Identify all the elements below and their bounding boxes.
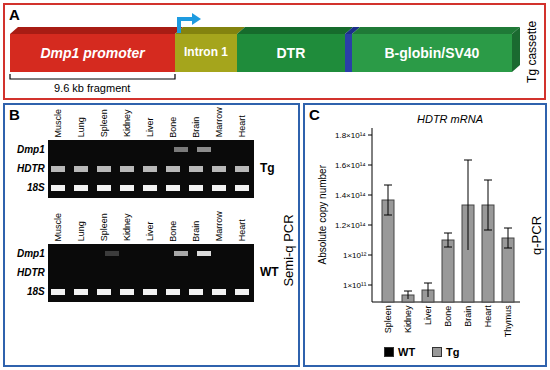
panel-letter: A bbox=[9, 6, 20, 23]
panel-title: Semi-q PCR bbox=[282, 214, 297, 286]
lane-label: Spleen bbox=[99, 213, 109, 241]
lane-label: Heart bbox=[237, 115, 247, 137]
panel-letter: B bbox=[9, 106, 20, 123]
category-label: Brain bbox=[463, 305, 473, 326]
lane-label: Marrow bbox=[214, 211, 224, 241]
group-label: WT bbox=[260, 266, 279, 280]
row-label: Dmp1 bbox=[17, 144, 45, 156]
axis-title: Absolute copy number bbox=[317, 165, 329, 265]
row-label: HDTR bbox=[17, 267, 45, 279]
legend-label: WT bbox=[398, 346, 415, 359]
gel-wt bbox=[48, 244, 254, 302]
lane-label: Marrow bbox=[214, 107, 224, 137]
lane-label: Lung bbox=[76, 221, 86, 241]
panel-letter: C bbox=[309, 106, 320, 123]
legend-swatch bbox=[432, 347, 442, 357]
lane-label: Bone bbox=[168, 116, 178, 137]
promoter-segment: Dmp1 promoter bbox=[10, 34, 175, 72]
category-label: Spleen bbox=[383, 305, 393, 333]
polya-segment: B-globin/SV40 bbox=[352, 34, 512, 72]
legend-label: Tg bbox=[446, 346, 459, 359]
lane-label: Kidney bbox=[122, 109, 132, 137]
row-label: 18S bbox=[27, 182, 45, 194]
lane-label: Muscle bbox=[53, 108, 63, 137]
segment-label: Intron 1 bbox=[184, 46, 228, 60]
cassette-top-faces bbox=[10, 27, 520, 72]
segment-label: Dmp1 promoter bbox=[41, 45, 145, 61]
lane-label: Heart bbox=[237, 219, 247, 241]
fragment-bracket bbox=[10, 74, 175, 79]
lane-label: Brain bbox=[191, 116, 201, 137]
category-label: Kidney bbox=[403, 305, 413, 333]
intron-segment: Intron 1 bbox=[175, 34, 237, 72]
gene-segment: DTR bbox=[237, 34, 345, 72]
lane-label: Brain bbox=[191, 220, 201, 241]
tick-label: 1.8×10¹⁴ bbox=[335, 131, 366, 140]
panel-title: q-PCR bbox=[530, 215, 545, 254]
legend-swatch bbox=[384, 347, 394, 357]
tick-label: 1.4×10¹⁴ bbox=[335, 191, 366, 200]
tick-label: 1.6×10¹⁴ bbox=[335, 161, 366, 170]
lane-label: Liver bbox=[145, 221, 155, 241]
lane-label: Lung bbox=[76, 117, 86, 137]
category-label: Bone bbox=[443, 305, 453, 326]
category-label: Thymus bbox=[503, 305, 513, 337]
tick-label: 1×10¹¹ bbox=[343, 281, 366, 290]
segment-label: DTR bbox=[277, 45, 306, 61]
category-label: Heart bbox=[483, 305, 493, 327]
category-label: Liver bbox=[423, 305, 433, 325]
bar-chart bbox=[368, 128, 520, 302]
tss-arrow bbox=[179, 13, 201, 33]
lane-label: Bone bbox=[168, 220, 178, 241]
row-label: Dmp1 bbox=[17, 248, 45, 260]
lane-label: Liver bbox=[145, 117, 155, 137]
panel-title: Tg cassette bbox=[526, 21, 540, 83]
group-label: Tg bbox=[260, 162, 275, 176]
gel-tg bbox=[48, 140, 254, 198]
tick-label: 1×10¹² bbox=[343, 251, 366, 260]
lane-label: Spleen bbox=[99, 109, 109, 137]
lane-label: Muscle bbox=[53, 212, 63, 241]
dimension-label: 9.6 kb fragment bbox=[54, 82, 130, 95]
lane-label: Kidney bbox=[122, 213, 132, 241]
segment-label: B-globin/SV40 bbox=[385, 45, 480, 61]
tick-label: 1.2×10¹⁴ bbox=[335, 221, 366, 230]
row-label: HDTR bbox=[17, 163, 45, 175]
chart-title: HDTR mRNA bbox=[417, 113, 483, 126]
row-label: 18S bbox=[27, 286, 45, 298]
